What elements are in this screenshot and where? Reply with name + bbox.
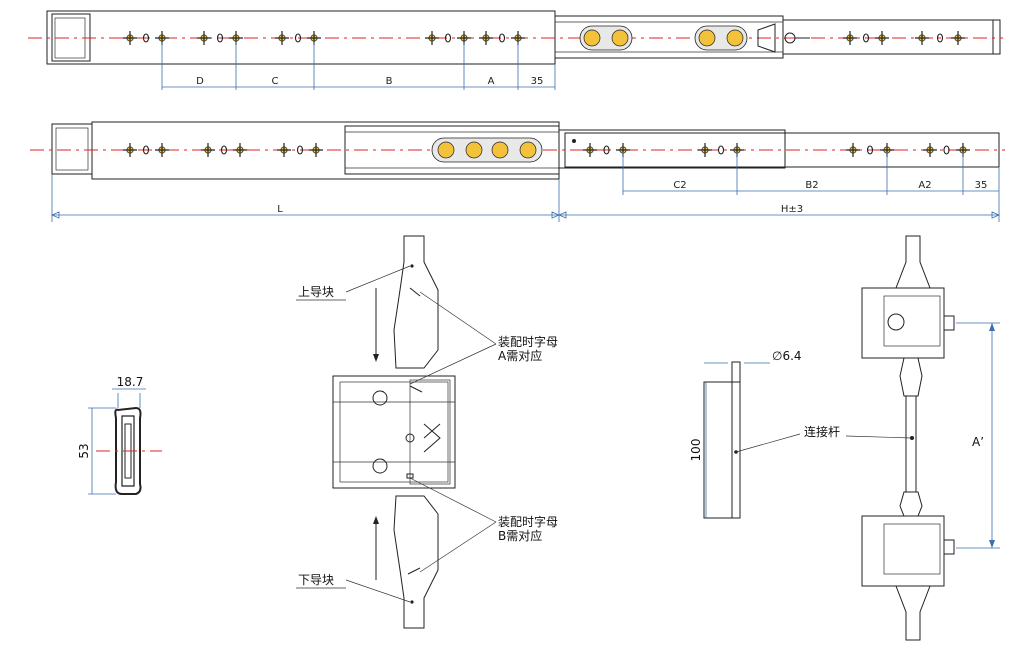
dim-35-mid: 35 — [975, 180, 988, 191]
slot-hole — [294, 33, 302, 43]
upper-block-label: 上导块 — [298, 285, 334, 299]
ball-cage-1 — [579, 25, 633, 51]
slot-hole — [936, 33, 944, 43]
slot-hole — [862, 33, 870, 43]
slot-hole — [216, 33, 224, 43]
note-a-line1: 装配时字母 — [498, 334, 558, 349]
dim-h: H±3 — [781, 204, 803, 215]
inner-rail-mid — [564, 132, 1000, 168]
front-bracket-mid — [51, 123, 93, 175]
dim-l: L — [277, 204, 283, 215]
dim-b2: B2 — [805, 180, 818, 191]
rod-diameter: ∅6.4 — [772, 349, 802, 363]
dim-d: D — [196, 76, 204, 87]
slot-hole — [498, 33, 506, 43]
cross-section — [88, 388, 162, 495]
dim-a2: A2 — [918, 180, 931, 191]
assembly-view — [296, 235, 497, 629]
top-dimensions — [161, 42, 556, 90]
slot-hole — [866, 145, 874, 155]
inner-rail — [782, 19, 994, 55]
lower-guide-block — [393, 495, 439, 629]
dim-b: B — [386, 76, 393, 87]
extended-slide-view: C2 B2 A2 35 L H±3 — [30, 121, 1005, 222]
slide-body — [332, 375, 456, 489]
lower-slide-unit — [861, 515, 945, 587]
ball-cage-2 — [694, 25, 748, 51]
dim-c2: C2 — [673, 180, 686, 191]
slot-hole — [142, 145, 150, 155]
rod-length: 100 — [689, 439, 703, 462]
span-label: A’ — [972, 435, 984, 449]
slot-hole — [220, 145, 228, 155]
lower-block-label: 下导块 — [298, 573, 334, 587]
linked-rod — [905, 395, 917, 493]
top-slide-view: D C B A 35 — [28, 10, 1003, 90]
mid-dimensions — [50, 152, 1001, 222]
upper-guide-block — [393, 235, 439, 369]
section-width: 18.7 — [117, 375, 144, 389]
rod-label: 连接杆 — [804, 424, 840, 439]
slot-hole — [943, 145, 950, 155]
slot-hole — [603, 145, 610, 155]
note-b-line2: B需对应 — [498, 528, 542, 543]
dim-35-top: 35 — [531, 76, 544, 87]
connecting-rod-view — [703, 361, 913, 519]
front-bracket — [51, 13, 91, 62]
note-b-line1: 装配时字母 — [498, 514, 558, 529]
dim-a: A — [488, 76, 495, 87]
slot-hole — [444, 33, 452, 43]
dim-c: C — [272, 76, 279, 87]
slot-hole — [296, 145, 304, 155]
ball-cage-mid — [431, 137, 543, 163]
upper-slide-unit — [861, 287, 945, 359]
disconnect-lever — [757, 23, 776, 53]
linked-view — [861, 235, 1000, 641]
section-height: 53 — [77, 443, 91, 458]
note-a-line2: A需对应 — [498, 348, 542, 363]
slot-hole — [717, 145, 725, 155]
slot-hole — [142, 33, 150, 43]
rod-plate — [703, 381, 741, 519]
